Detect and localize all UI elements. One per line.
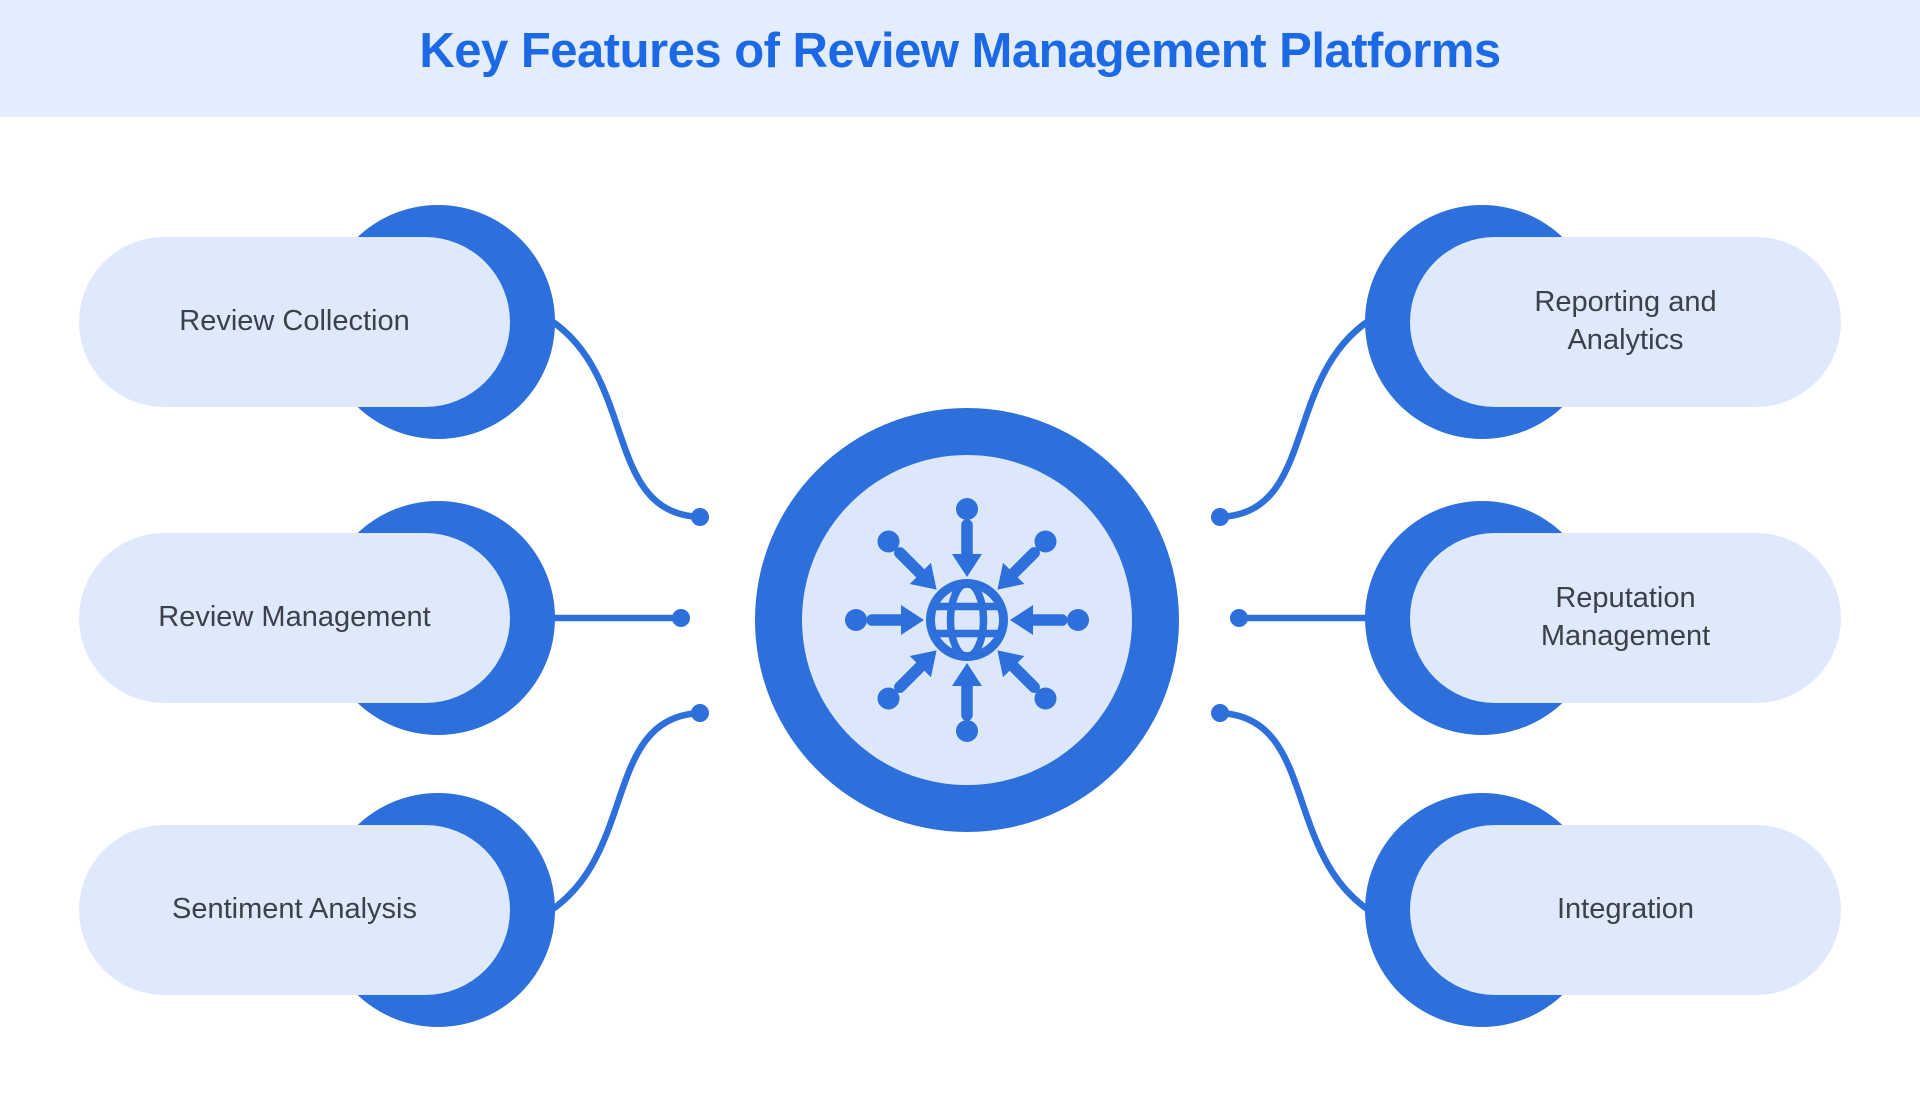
feature-pill: Review Collection: [79, 237, 510, 407]
feature-label: Sentiment Analysis: [171, 893, 417, 926]
connector-dot: [691, 508, 709, 526]
feature-label: Reporting and Analytics: [1534, 286, 1717, 356]
connector-dot: [672, 609, 690, 627]
feature-node-integration: Integration: [1365, 793, 1841, 1027]
feature-label: Review Collection: [179, 305, 410, 338]
feature-pill: Reporting and Analytics: [1410, 237, 1841, 407]
connector-dot: [1211, 508, 1229, 526]
connector-dot: [1230, 609, 1248, 627]
feature-node-sentiment-analysis: Sentiment Analysis: [79, 793, 555, 1027]
feature-pill: Sentiment Analysis: [79, 825, 510, 995]
feature-node-review-management: Review Management: [79, 501, 555, 735]
connector-review-collection: [538, 311, 704, 521]
connector-dot: [691, 704, 709, 722]
feature-node-reporting-analytics: Reporting and Analytics: [1365, 205, 1841, 439]
hub-node: [755, 408, 1179, 832]
inbound-spokes: [845, 498, 1089, 742]
connector-dot: [1211, 704, 1229, 722]
hub-inner-circle: [802, 455, 1132, 785]
title-banner: Key Features of Review Management Platfo…: [0, 0, 1920, 117]
feature-pill: Reputation Management: [1410, 533, 1841, 703]
connector-reporting-analytics: [1216, 311, 1382, 521]
feature-pill: Integration: [1410, 825, 1841, 995]
globe-glyph: [926, 579, 1008, 661]
globe-inbound-arrows-icon: [845, 498, 1089, 742]
feature-label: Review Management: [158, 601, 431, 634]
feature-label: Reputation Management: [1540, 582, 1711, 652]
feature-pill: Review Management: [79, 533, 510, 703]
page-title: Key Features of Review Management Platfo…: [419, 23, 1501, 78]
feature-node-reputation-management: Reputation Management: [1365, 501, 1841, 735]
connector-integration: [1216, 709, 1382, 920]
connector-sentiment-analysis: [538, 709, 704, 920]
feature-node-review-collection: Review Collection: [79, 205, 555, 439]
feature-label: Integration: [1556, 893, 1695, 926]
